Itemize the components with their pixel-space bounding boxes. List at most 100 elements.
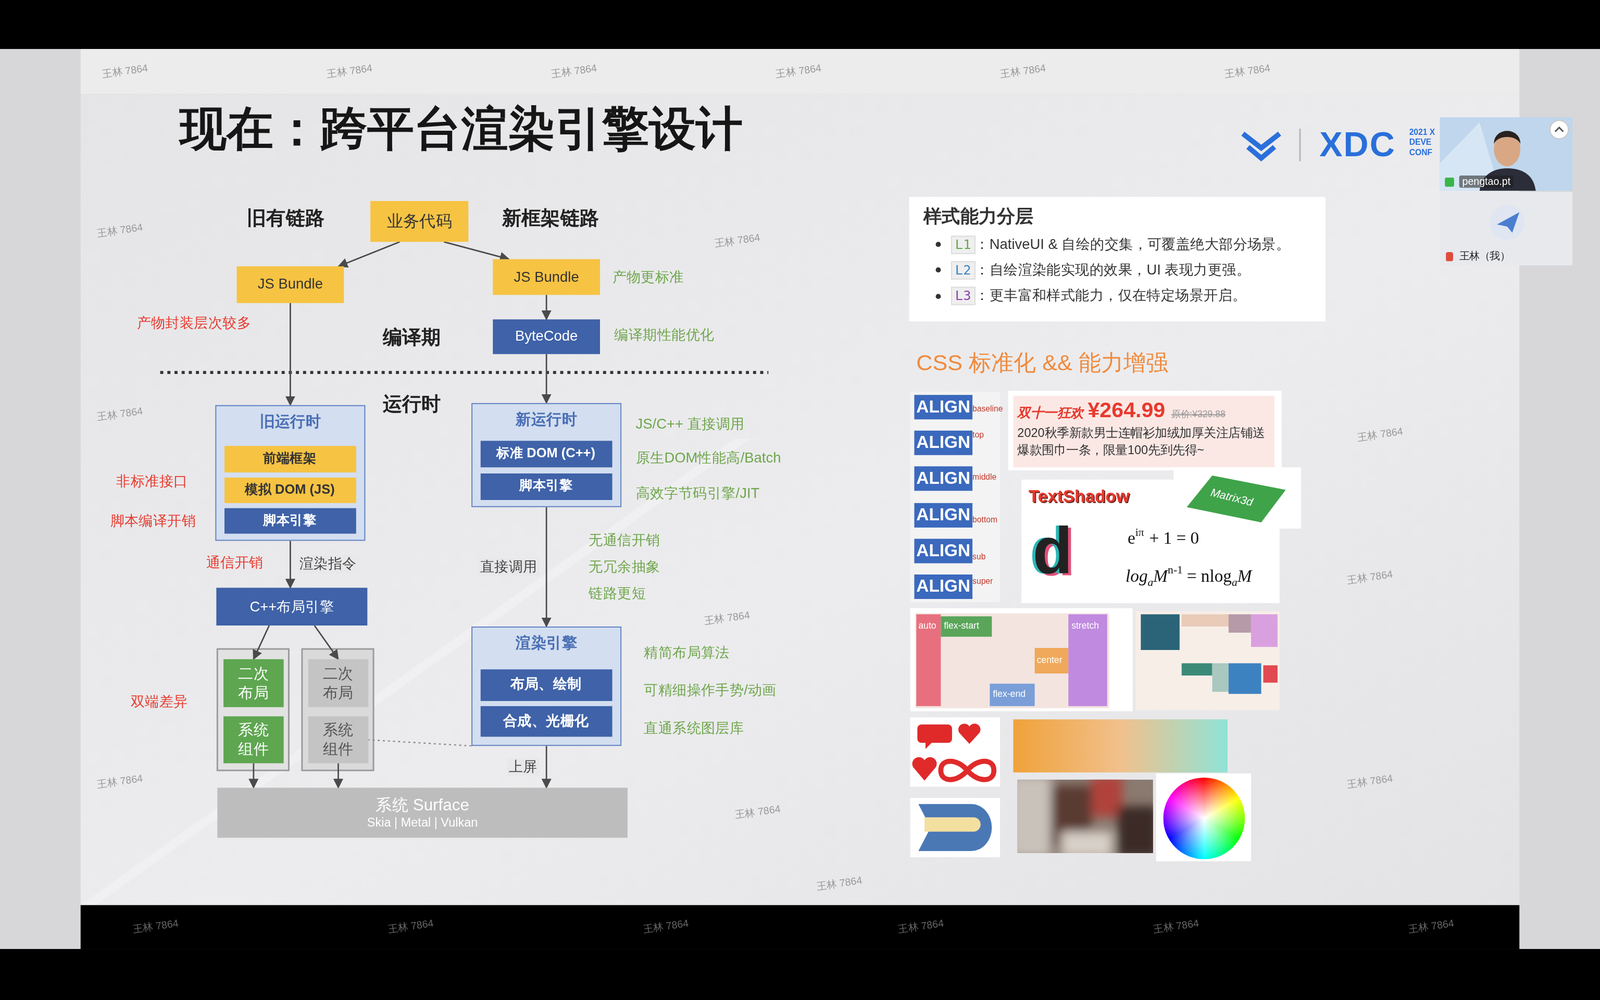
artifact-box: 前端框架 [223,445,356,472]
participant-name: 王林（我） [1459,250,1511,263]
level-tag: L1 [951,235,975,255]
logo-text: 2021 X [1409,127,1436,138]
align-sample: ALIGN [914,538,972,564]
node-label: 新运行时 [515,410,578,430]
node-label: 旧运行时 [259,412,322,432]
annotation-note: 无冗余抽象 [588,558,660,576]
node-label: 二次布局 [322,664,355,703]
formula-part: = nlog [1186,566,1232,586]
align-sample: ALIGN [914,574,972,599]
style-sample: TextShadow [1028,486,1130,508]
bullet-row: L3：更丰富和样式能力，仅在特定场景开启。 [923,286,1247,306]
node-label: 系统组件 [322,720,355,759]
slide-title: 现在：跨平台渲染引擎设计 [179,100,743,159]
annotation-note: JS/C++ 直接调用 [635,415,745,433]
connector-arrow [545,507,548,627]
panel-heading-row: 样式能力分层 [923,205,1034,229]
product-card-text: 双十一狂欢 [1017,405,1084,421]
node-label: 渲染引擎 [515,633,578,654]
product-card-text: 原价:¥329.88 [1171,409,1226,420]
product-card: 双十一狂欢¥264.99原价:¥329.882020秋季新款男士连帽衫加绒加厚关… [1017,397,1271,460]
node-label: JS Bundle [257,275,323,294]
flex-label: center [1036,655,1063,667]
align-sample: sub [972,552,986,561]
align-sample: ALIGN [914,466,972,492]
section-heading: CSS 标准化 && 能力增强 [916,350,1169,378]
connector-arrow [289,303,292,406]
runtime-group: 渲染引擎布局、绘制合成、光栅化 [471,626,622,746]
annotation-note: 原生DOM性能高/Batch [635,448,782,467]
connector-arrow [289,540,292,588]
annotation-note: 旧有链路 [246,207,325,231]
connector-arrow [368,739,472,746]
annotation-note: 运行时 [382,392,442,417]
align-sample: super [972,577,993,586]
annotation-note: 产物封装层次较多 [136,314,252,332]
formula-part: a [1231,575,1238,589]
level-tag: L3 [951,286,975,306]
annotation-note: 脚本编译开销 [110,512,197,530]
node-label: 系统 Surface [375,794,469,816]
logo-text: XDC [1319,123,1396,166]
flex-label: flex-start [943,620,980,632]
formula-part: a [1147,575,1154,589]
node-label: 合成、光栅化 [503,711,590,730]
style-sample: d [1032,518,1073,584]
edge-label: 渲染指令 [297,555,359,573]
annotation-note: 直通系统图层库 [643,719,744,737]
participant-name: pengtao.pt [1459,175,1514,189]
node-label: 前端框架 [263,450,317,468]
connector-arrow [338,241,400,267]
connector-arrow [545,745,548,788]
artifact-box: JS Bundle [492,259,600,296]
bullet-row: L1：NativeUI & 自绘的交集，可覆盖绝大部分场景。 [923,235,1291,255]
annotation-note: 高效字节码引擎/JIT [635,484,760,503]
connector-arrow [337,763,340,788]
annotation-note: 编译期性能优化 [614,326,715,344]
formula-part: M [1237,566,1253,586]
color-wheel [1163,777,1245,860]
formula-part: M [1153,566,1168,586]
edge-label: 上屏 [506,757,540,776]
node-label: C++布局引擎 [250,597,335,616]
node-label: 布局、绘制 [510,675,582,694]
flex-label: auto [918,620,936,632]
node-text: ：NativeUI & 自绘的交集，可覆盖绝大部分场景。 [975,235,1291,254]
formula-line: eiπ+ 1 = 0 [1127,525,1199,549]
bullet-dot [935,242,942,248]
node-label: 标准 DOM (C++) [496,445,596,462]
surface-band: 系统 SurfaceSkia | Metal | Vulkan [217,787,628,838]
bullet-dot [935,293,942,299]
logo-text: DEVE [1409,137,1432,148]
node-label: 模拟 DOM (JS) [244,481,335,499]
component-box: 系统组件 [223,716,284,764]
module-box: 标准 DOM (C++) [480,440,612,467]
formula-part: log [1125,566,1148,586]
formula-part: + 1 = 0 [1148,528,1199,548]
formula-part: e [1127,528,1136,548]
align-sample: baseline [972,405,1003,414]
align-sample: ALIGN [914,502,972,528]
module-box: ByteCode [492,319,600,355]
align-sample: bottom [972,516,998,525]
edge-label: 直接调用 [478,557,540,576]
annotation-note: 可精细操作手势/动画 [643,681,777,699]
annotation-note: 无通信开销 [588,531,660,549]
module-box: 布局、绘制 [480,668,612,701]
formula-line: logaMn-1= nlogaM [1125,563,1253,588]
connector-arrow [252,763,255,788]
module-box: 脚本引擎 [223,507,356,534]
annotation-note: 精简布局算法 [643,643,730,661]
product-card-text: ¥264.99 [1087,397,1166,422]
annotation-note: 产物更标准 [612,268,684,286]
node-label: 样式能力分层 [923,205,1034,229]
flex-label: stretch [1071,620,1099,632]
connector-arrow [443,241,509,259]
align-sample: top [972,431,984,441]
module-box: 合成、光栅化 [480,705,612,737]
logo-text: CONF [1409,147,1433,158]
node-label: 脚本引擎 [519,478,573,495]
flex-label: flex-end [992,688,1026,700]
connector-arrow [253,625,270,660]
connector-arrow [545,294,548,320]
